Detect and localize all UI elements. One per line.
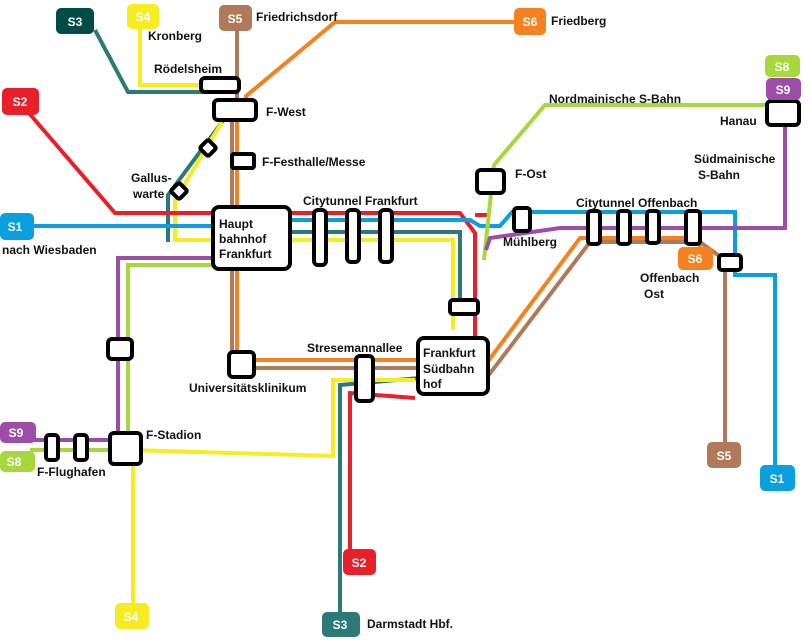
svg-text:S5: S5 [228, 12, 243, 26]
badge-s2-bottom[interactable]: S2 [343, 549, 376, 575]
label-f-festhalle: F-Festhalle/Messe [262, 155, 366, 169]
badge-s6-top[interactable]: S6 [514, 8, 546, 35]
label-suedmainische-2: S-Bahn [698, 168, 740, 182]
station-citytunnel-3[interactable] [378, 208, 394, 264]
label-offenbach-2: Ost [644, 287, 664, 301]
station-f-ost[interactable] [475, 168, 506, 195]
svg-text:S8: S8 [775, 60, 790, 74]
station-tunnel-south[interactable] [448, 298, 480, 316]
station-citytunnel-2[interactable] [345, 208, 361, 264]
line-s4-north [138, 28, 205, 87]
label-friedrichsdorf: Friedrichsdorf [256, 10, 338, 24]
label-nordmainische: Nordmainische S-Bahn [549, 92, 681, 106]
line-s3-north [93, 29, 205, 94]
label-nach-wiesbaden: nach Wiesbaden [2, 243, 97, 257]
label-f-flughafen: F-Flughafen [37, 465, 106, 479]
station-offenbach-1[interactable] [586, 209, 602, 246]
station-uniklinikum[interactable] [227, 350, 256, 379]
station-f-stadion[interactable] [108, 431, 143, 466]
svg-text:S2: S2 [13, 95, 28, 109]
label-suedbahnhof-2: Südbahn [423, 362, 474, 376]
station-west-small[interactable] [106, 337, 134, 361]
station-muehlberg[interactable] [512, 206, 532, 233]
label-suedmainische-1: Südmainische [694, 152, 776, 166]
station-roedelsheim[interactable] [199, 76, 241, 94]
label-citytunnel-ffm: Citytunnel Frankfurt [303, 194, 418, 208]
line-s4-west [173, 120, 224, 242]
label-f-stadion: F-Stadion [146, 428, 201, 442]
label-hbf-1: Haupt [219, 217, 253, 231]
label-hbf-3: Frankfurt [219, 247, 272, 261]
badge-s8-right[interactable]: S8 [765, 55, 800, 77]
station-gallus-a[interactable] [198, 138, 218, 158]
badge-s5-top[interactable]: S5 [219, 5, 252, 31]
station-citytunnel-1[interactable] [312, 208, 328, 267]
label-kronberg: Kronberg [148, 29, 202, 43]
station-hauptbahnhof[interactable] [211, 205, 292, 271]
line-s9-east [484, 100, 787, 251]
svg-text:S8: S8 [7, 455, 22, 469]
label-suedbahnhof-1: Frankfurt [423, 346, 476, 360]
badge-s8-left[interactable]: S8 [0, 451, 35, 472]
station-flughafen-1[interactable] [44, 433, 60, 462]
svg-text:S4: S4 [136, 10, 151, 24]
badge-s1-bottom[interactable]: S1 [760, 465, 795, 491]
line-s2-south [348, 390, 416, 550]
svg-text:S4: S4 [124, 610, 139, 624]
badge-s4-bottom[interactable]: S4 [115, 603, 149, 629]
svg-text:S3: S3 [68, 15, 83, 29]
station-suedbahnhof[interactable] [416, 336, 490, 396]
line-s2-tunnel [290, 211, 477, 340]
label-hbf-2: bahnhof [219, 232, 267, 246]
label-offenbach-1: Offenbach [640, 271, 699, 285]
station-stresemannallee[interactable] [354, 354, 375, 403]
line-s6-offenbach [478, 236, 702, 374]
station-flughafen-2[interactable] [73, 433, 89, 462]
label-gallus-2: warte [132, 187, 165, 201]
label-hanau: Hanau [720, 114, 757, 128]
line-s2-west [26, 110, 215, 215]
svg-text:S9: S9 [9, 426, 24, 440]
badge-s6-offenbach[interactable]: S6 [678, 247, 713, 270]
label-suedbahnhof-3: hof [423, 377, 443, 391]
badge-s3-bottom[interactable]: S3 [322, 612, 360, 637]
badge-s9-right[interactable]: S9 [766, 78, 801, 100]
badge-s2-left[interactable]: S2 [2, 88, 39, 115]
station-offenbach-4[interactable] [684, 209, 702, 246]
badge-s4-top[interactable]: S4 [127, 4, 159, 29]
svg-text:S2: S2 [352, 556, 367, 570]
svg-text:S6: S6 [688, 252, 703, 266]
label-roedelsheim: Rödelsheim [154, 62, 222, 76]
badge-s5-bottom[interactable]: S5 [707, 442, 741, 468]
station-offenbach-3[interactable] [645, 209, 661, 245]
station-f-festhalle[interactable] [230, 152, 256, 170]
station-offenbach-ost[interactable] [717, 253, 743, 272]
svg-text:S3: S3 [333, 618, 348, 632]
label-friedberg: Friedberg [551, 14, 606, 28]
svg-text:S9: S9 [776, 83, 791, 97]
station-gallus-b[interactable] [169, 181, 189, 201]
badge-s3-top[interactable]: S3 [56, 8, 94, 34]
label-f-west: F-West [266, 105, 306, 119]
label-uniklinikum: Universitätsklinikum [189, 381, 306, 395]
station-f-west[interactable] [212, 98, 258, 122]
label-muehlberg: Mühlberg [503, 235, 557, 249]
svg-text:S5: S5 [717, 449, 732, 463]
label-stresemannallee: Stresemannallee [307, 341, 403, 355]
label-citytunnel-of: Citytunnel Offenbach [576, 196, 697, 210]
svg-text:S6: S6 [523, 15, 538, 29]
label-gallus-1: Gallus- [131, 171, 172, 185]
svg-text:S1: S1 [770, 472, 785, 486]
svg-text:S1: S1 [8, 220, 23, 234]
label-darmstadt: Darmstadt Hbf. [367, 617, 453, 631]
label-f-ost: F-Ost [515, 167, 546, 181]
badge-s9-left[interactable]: S9 [0, 422, 36, 443]
badge-s1-left[interactable]: S1 [0, 213, 34, 240]
station-hanau[interactable] [765, 99, 801, 127]
station-offenbach-2[interactable] [616, 209, 632, 246]
